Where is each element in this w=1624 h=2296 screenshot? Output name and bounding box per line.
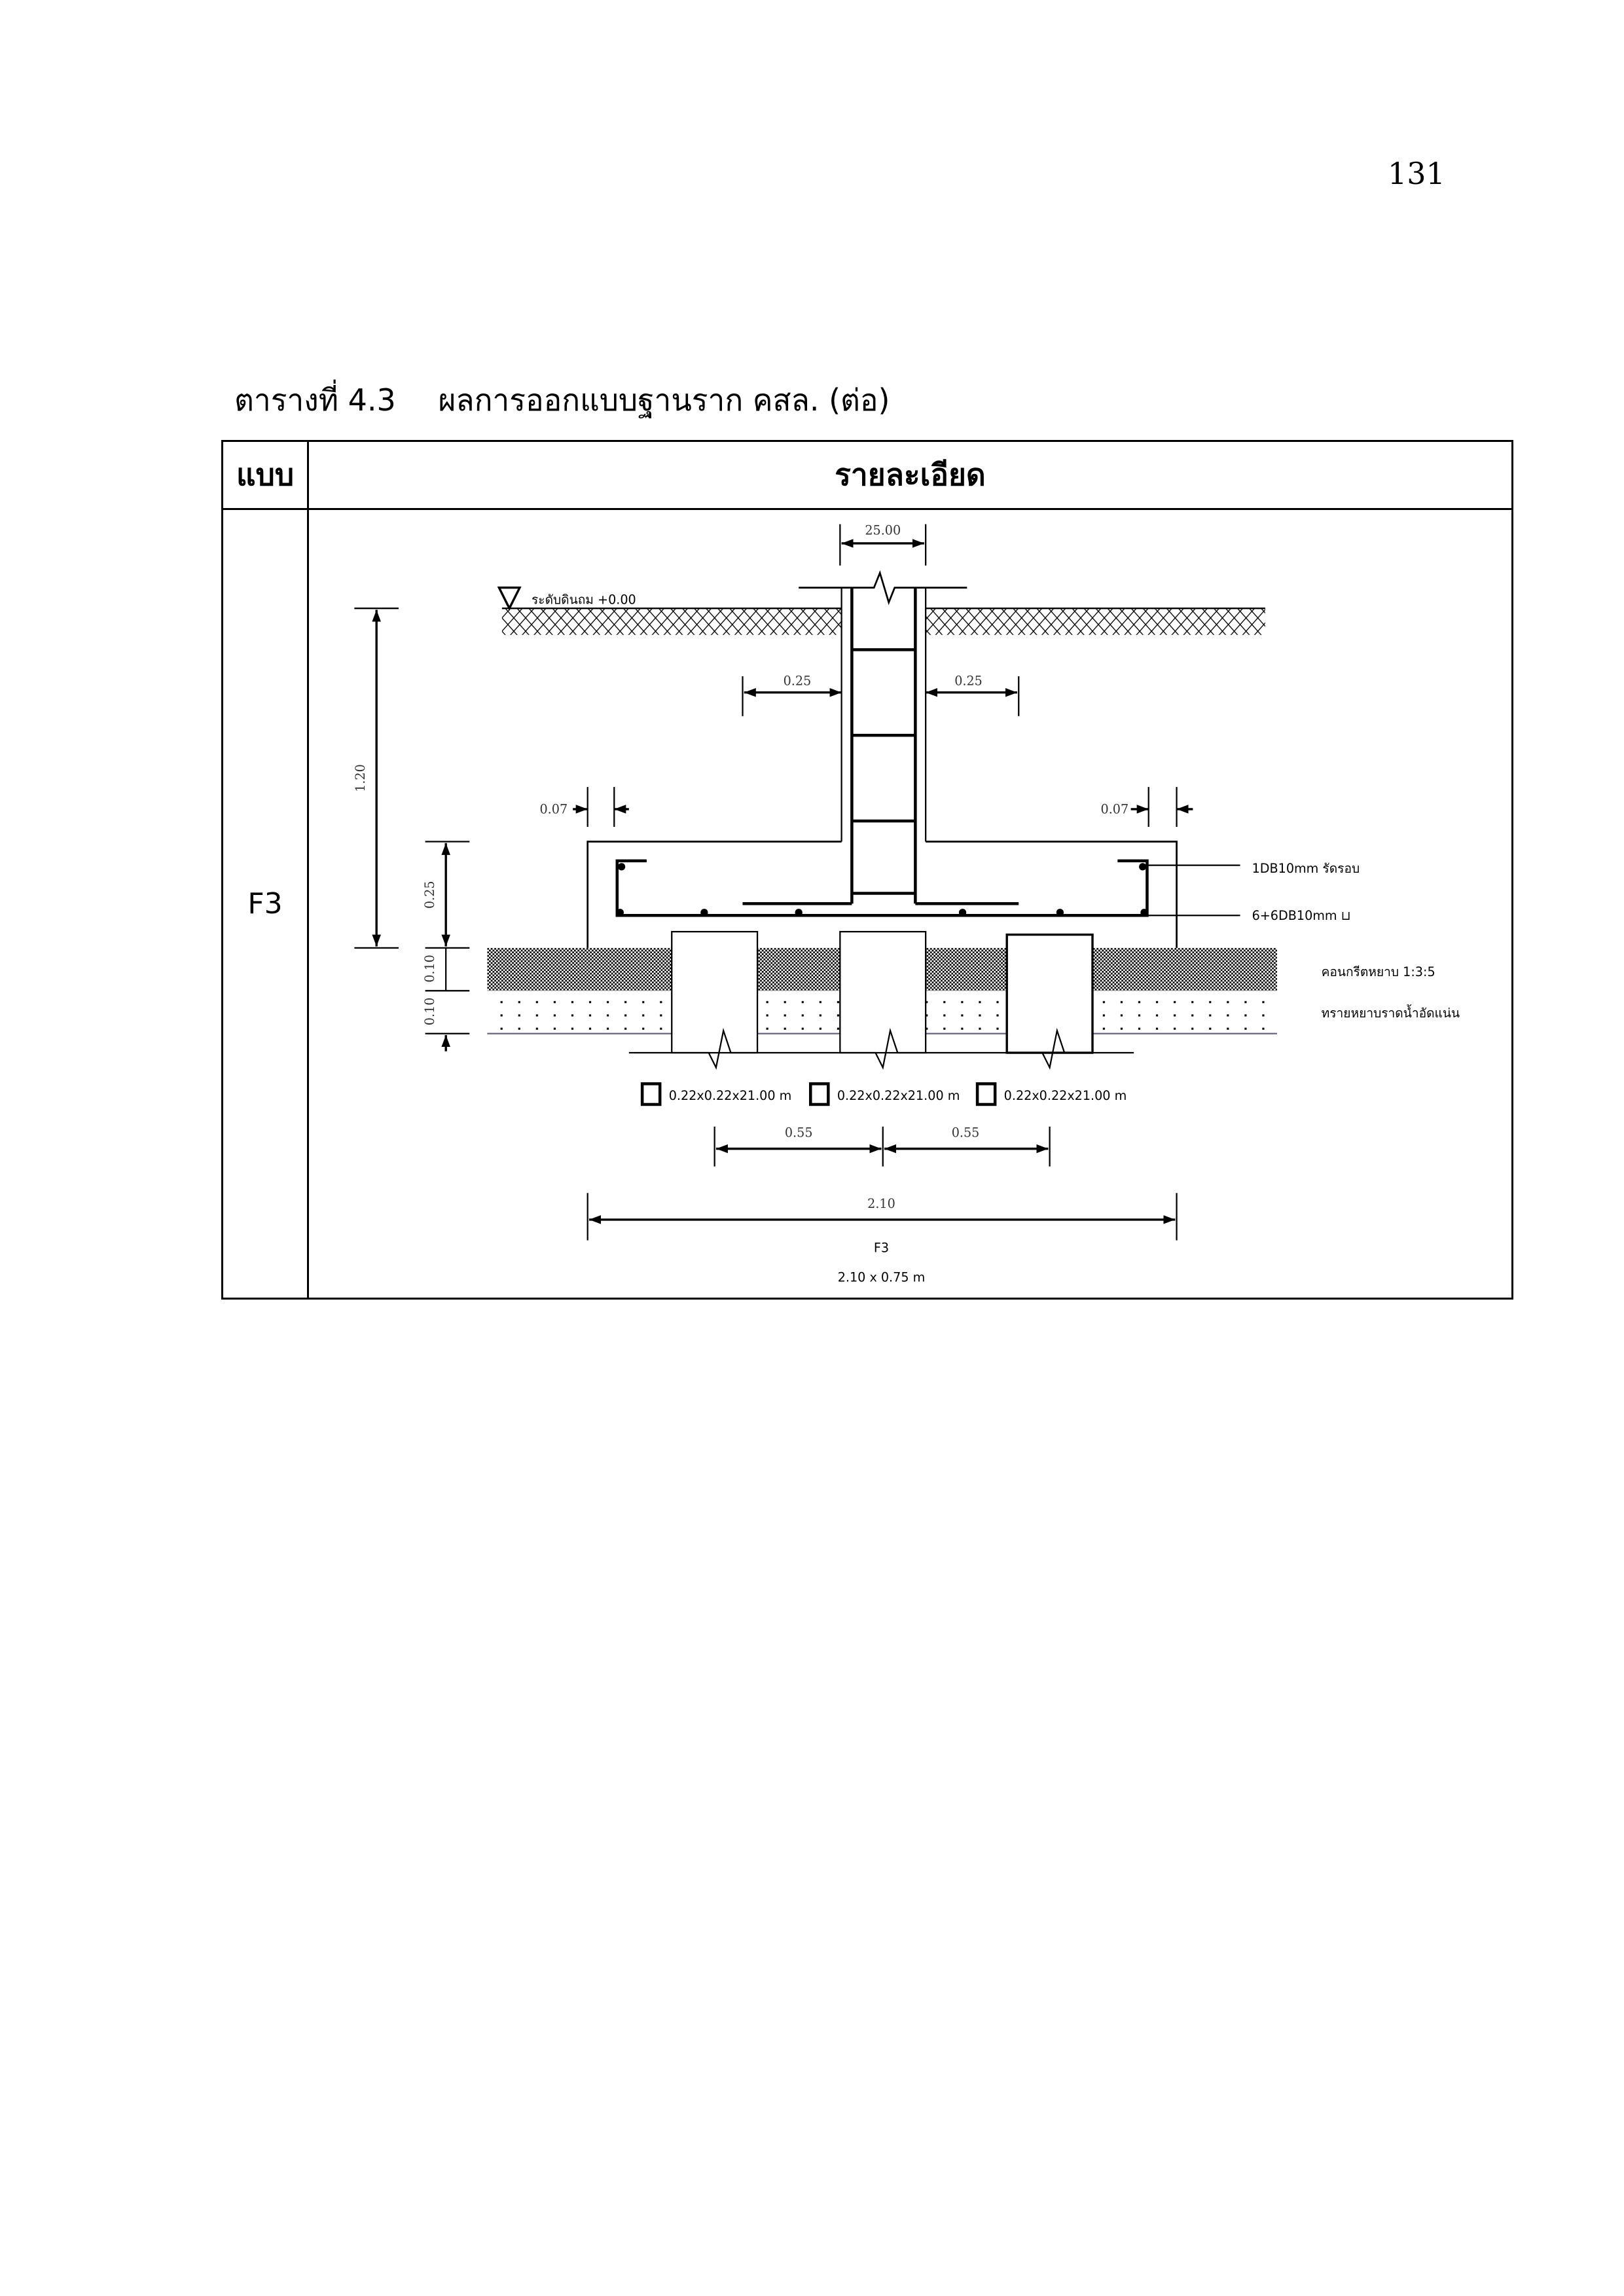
- footing-outline: [586, 841, 1178, 948]
- dim-cover-left: 0.07: [539, 802, 568, 817]
- pile-label: 0.22x0.22x21.00 m: [1004, 1088, 1127, 1103]
- dim-sand: 0.10: [422, 998, 437, 1026]
- pile-break-line: [628, 1027, 1134, 1070]
- dim-pile-spacing: 0.55: [952, 1125, 980, 1140]
- foundation-table: แบบ รายละเอียด F3: [221, 440, 1513, 1300]
- dim-cover-right: 0.07: [1101, 802, 1129, 817]
- dim-lean-concrete: 0.10: [422, 955, 437, 983]
- rebar-dots: [616, 863, 1148, 917]
- footing-size: 2.10 x 0.75 m: [838, 1270, 926, 1285]
- dim-depth: 1.20: [353, 764, 368, 792]
- ground-hatch-left: [501, 608, 842, 635]
- header-type: แบบ: [221, 440, 309, 510]
- pile-label: 0.22x0.22x21.00 m: [837, 1088, 960, 1103]
- caption-number: ตารางที่ 4.3: [234, 382, 396, 418]
- footing-name: F3: [874, 1240, 889, 1255]
- rebars: [615, 587, 1149, 917]
- pile-square-icon: [640, 1082, 662, 1106]
- ground-level-icon: [497, 586, 522, 611]
- table-caption: ตารางที่ 4.3 ผลการออกแบบฐานราก คสล. (ต่อ…: [234, 376, 890, 424]
- lean-concrete-label: คอนกรีตหยาบ 1:3:5: [1322, 964, 1435, 979]
- column-break-line: [799, 570, 967, 606]
- sand-label: ทรายหยาบราดน้ำอัดแน่น: [1322, 1004, 1460, 1021]
- header-detail: รายละเอียด: [307, 440, 1513, 510]
- dim-pile-spacing: 0.55: [785, 1125, 813, 1140]
- dim-offset-right: 0.25: [954, 673, 983, 688]
- rebar-top-label: 1DB10mm รัดรอบ: [1252, 861, 1360, 876]
- ground-hatch-right: [926, 608, 1265, 635]
- pile-label: 0.22x0.22x21.00 m: [669, 1088, 792, 1103]
- cell-type: F3: [221, 508, 309, 1300]
- page-number: 131: [1388, 156, 1445, 191]
- rebar-bottom-label: 6+6DB10mm ⊔: [1252, 908, 1351, 923]
- dimensions: [354, 524, 1193, 1241]
- dim-footing-width: 2.10: [867, 1196, 895, 1211]
- pile-square-icon: [808, 1082, 830, 1106]
- pile-square-icon: [975, 1082, 997, 1106]
- dim-column-width: 25.00: [865, 522, 901, 538]
- ground-level-label: ระดับดินถม +0.00: [532, 592, 636, 607]
- dim-footing-thickness: 0.25: [422, 881, 437, 909]
- table-row: F3: [221, 508, 1513, 1300]
- dim-offset-left: 0.25: [784, 673, 812, 688]
- cell-detail: [307, 508, 1513, 1300]
- piles: [671, 930, 1094, 1054]
- caption-title: ผลการออกแบบฐานราก คสล. (ต่อ): [438, 382, 890, 418]
- table-header-row: แบบ รายละเอียด: [221, 440, 1513, 510]
